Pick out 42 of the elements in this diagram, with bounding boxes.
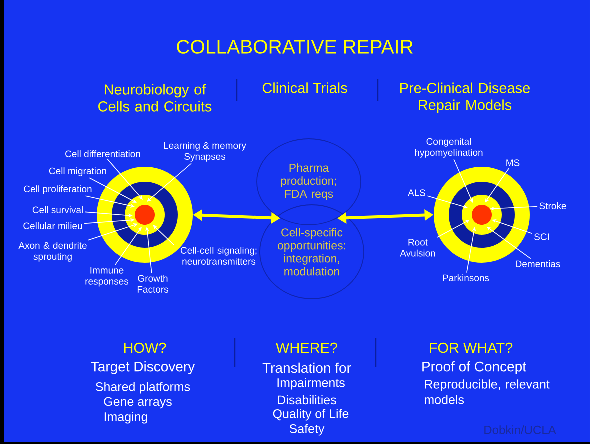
label-text: Quality of Life bbox=[273, 409, 349, 421]
callout-label: Cell-cell signaling; neurotransmitters bbox=[180, 247, 257, 265]
callout-label: Dementias bbox=[516, 260, 560, 268]
section-heading: FOR WHAT? bbox=[430, 342, 513, 354]
leader-arrow bbox=[89, 178, 137, 203]
label-text: Target Discovery bbox=[91, 361, 196, 375]
label-text: Safety bbox=[290, 424, 325, 436]
label-text: Disabilities bbox=[278, 395, 336, 405]
callout-label: Cellular milieu bbox=[24, 222, 82, 230]
callout-label: Immune responses bbox=[86, 267, 129, 287]
column-heading: Pre-Clinical Disease Repair Models bbox=[400, 82, 530, 114]
leader-arrow bbox=[107, 158, 143, 200]
credit-text: Dobkin/UCLA bbox=[484, 426, 556, 434]
callout-label: Parkinsons bbox=[443, 274, 490, 282]
callout-label: Root Avulsion bbox=[400, 239, 436, 257]
label-text: Translation for bbox=[262, 362, 352, 374]
label-text: Reproducible, relevant models bbox=[425, 380, 550, 404]
callout-label: Cell differentiation bbox=[66, 150, 140, 158]
callout-label: Cell migration bbox=[49, 168, 106, 176]
callout-label: Cell survival bbox=[32, 206, 83, 214]
callout-label: Learning & memory Synapses bbox=[164, 142, 246, 162]
column-heading: Neurobiology of Cells and Circuits bbox=[98, 84, 212, 112]
callout-label: Stroke bbox=[540, 202, 566, 210]
callout-label: SCI bbox=[534, 234, 550, 240]
callout-label: Congenital hypomyelination bbox=[415, 138, 483, 158]
title: COLLABORATIVE REPAIR bbox=[177, 40, 413, 54]
callout-label: Growth Factors bbox=[138, 275, 168, 293]
callout-label: ALS bbox=[408, 190, 426, 196]
label-text: Gene arrays bbox=[104, 397, 172, 409]
label-text: Proof of Concept bbox=[422, 361, 526, 374]
callout-label: Cell proliferation bbox=[24, 186, 92, 194]
section-heading: WHERE? bbox=[276, 342, 338, 354]
column-heading: Clinical Trials bbox=[262, 82, 348, 94]
callout-label: Axon & dendrite sprouting bbox=[18, 242, 87, 262]
leader-arrow bbox=[153, 225, 175, 246]
leader-arrow bbox=[147, 163, 192, 202]
leader-arrow bbox=[487, 227, 532, 260]
callout-label: MS bbox=[506, 160, 520, 166]
label-text: Impairments bbox=[278, 378, 345, 390]
section-heading: HOW? bbox=[124, 342, 166, 354]
label-text: Shared platforms bbox=[96, 382, 190, 394]
label-text: Imaging bbox=[104, 412, 148, 424]
